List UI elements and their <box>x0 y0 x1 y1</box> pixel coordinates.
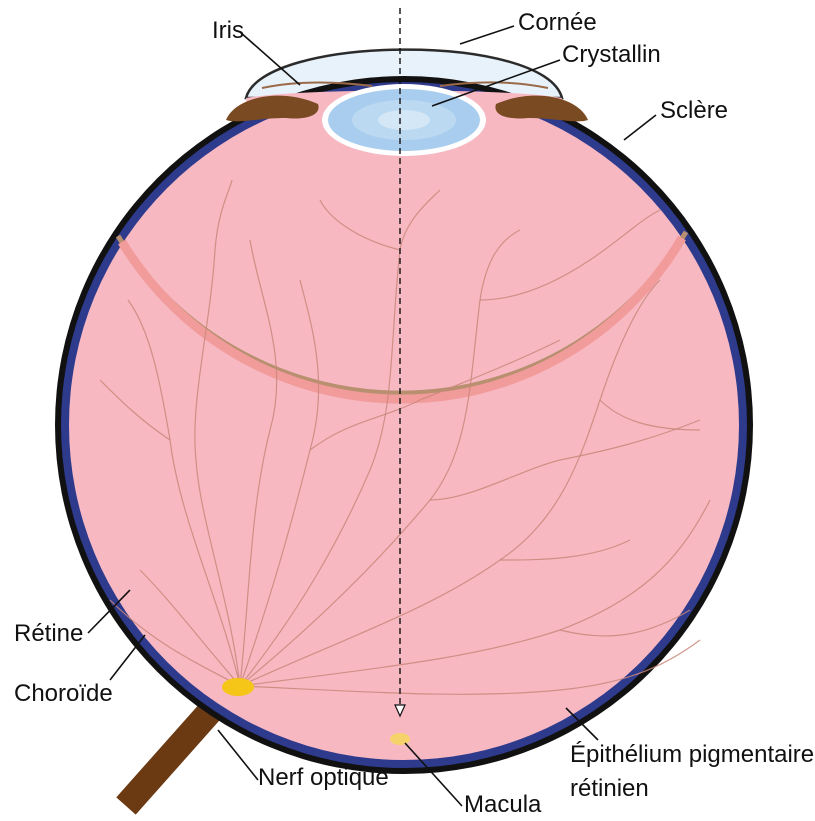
iris-right <box>495 96 588 122</box>
optic-nerve <box>126 698 222 806</box>
optic-disc <box>222 678 254 696</box>
label-cornee: Cornée <box>518 9 597 36</box>
label-sclere: Sclère <box>660 97 728 124</box>
label-crystallin: Crystallin <box>562 41 661 68</box>
leader-cornee <box>460 26 514 44</box>
label-epithelium-line2: rétinien <box>570 775 649 802</box>
label-choroide: Choroïde <box>14 680 113 707</box>
label-epithelium-line1: Épithélium pigmentaire <box>570 741 814 768</box>
leader-sclere <box>624 115 656 140</box>
leader-choroide <box>110 635 145 680</box>
interior <box>69 90 739 760</box>
label-retine: Rétine <box>14 620 83 647</box>
iris-left <box>226 96 319 122</box>
label-nerf-optique: Nerf optique <box>258 764 389 791</box>
label-iris: Iris <box>212 17 244 44</box>
macula <box>390 733 410 745</box>
label-macula: Macula <box>464 791 542 818</box>
